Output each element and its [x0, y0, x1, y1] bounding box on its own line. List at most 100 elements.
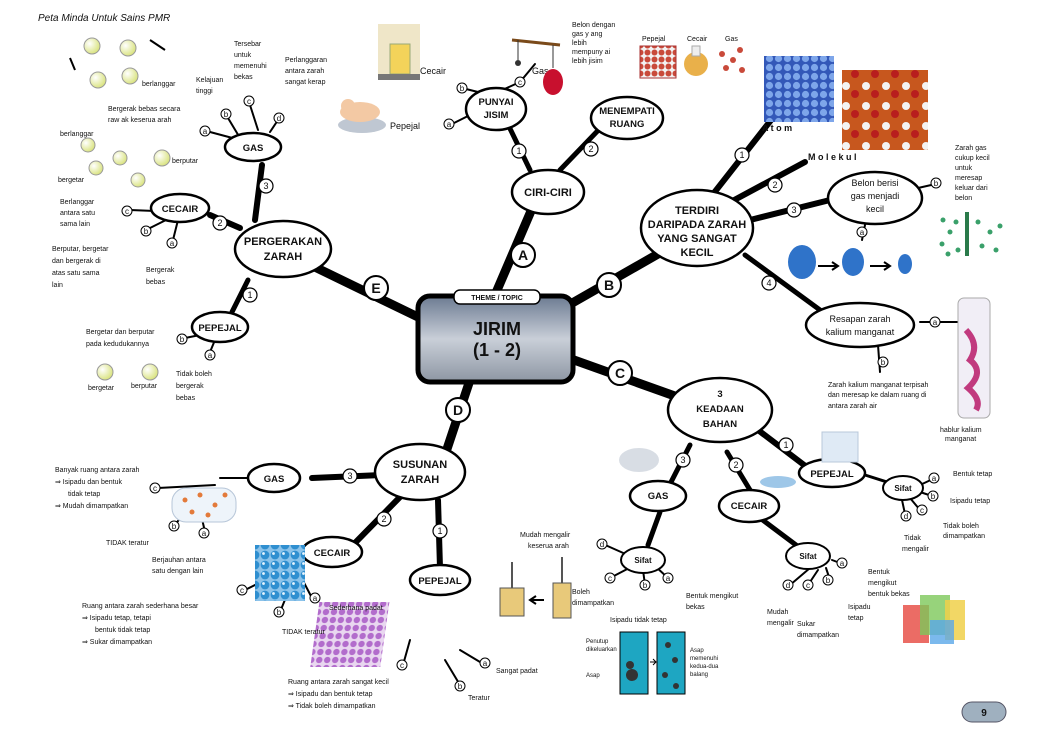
c3-d: Mudah mengalir keserua arah	[520, 532, 571, 550]
c3-c: Boleh dimampatkan	[572, 589, 614, 607]
c1-a: Bentuk tetap	[953, 471, 992, 478]
center-title-2: (1 - 2)	[473, 340, 521, 360]
svg-text:dikeluarkan: dikeluarkan	[586, 647, 617, 653]
branch-a-title: CIRI-CIRI	[524, 187, 572, 199]
a1-balloon-text: Belon dengan gas y ang lebih mempuny ai …	[572, 22, 615, 65]
e1-title: PEPEJAL	[198, 323, 241, 334]
svg-text:⇒ Isipadu dan bentuk tetap: ⇒ Isipadu dan bentuk tetap	[288, 691, 373, 698]
c3-sifat: Sifat	[634, 556, 652, 565]
vibrate-rotate-picture: bergetar berputar	[88, 363, 159, 392]
svg-text:a: a	[313, 594, 318, 603]
svg-text:Bergetar dan berputar: Bergetar dan berputar	[86, 329, 155, 336]
svg-text:b: b	[180, 335, 185, 344]
svg-text:Bergerak bebas secara: Bergerak bebas secara	[108, 106, 180, 113]
svg-text:belon: belon	[955, 195, 972, 202]
svg-text:Berputar, bergetar: Berputar, bergetar	[52, 246, 109, 253]
svg-text:Asap: Asap	[690, 648, 704, 654]
jar-experiment-picture: Penutup dikeluarkan Asap Asap memenuhi k…	[586, 631, 719, 695]
svg-text:pada kedudukannya: pada kedudukannya	[86, 341, 149, 348]
atom-picture	[764, 56, 834, 122]
a1-gas: Gas	[532, 66, 549, 76]
a1-pepejal: Pepejal	[390, 121, 420, 131]
svg-text:Belon dengan: Belon dengan	[572, 22, 615, 29]
svg-text:Cecair: Cecair	[687, 36, 708, 43]
svg-text:a: a	[483, 659, 488, 668]
d1-a: Sangat padat	[496, 668, 538, 675]
svg-text:antara satu: antara satu	[60, 210, 95, 217]
e3-a: Bergerak bebas secara raw ak keserua ara…	[108, 106, 180, 124]
svg-text:Tersebar: Tersebar	[234, 41, 262, 48]
d3-title: GAS	[264, 474, 285, 485]
d-line1: SUSUNAN	[393, 459, 447, 471]
svg-text:c: c	[608, 574, 612, 583]
svg-text:a: a	[932, 474, 937, 483]
b2-num: 2	[772, 180, 777, 190]
b-line2: DARIPADA ZARAH	[648, 219, 746, 231]
svg-text:Penutup: Penutup	[586, 639, 609, 645]
a1-cecair: Cecair	[420, 66, 446, 76]
svg-text:raw ak keserua arah: raw ak keserua arah	[108, 117, 172, 124]
svg-text:untuk: untuk	[955, 165, 973, 172]
svg-text:cukup kecil: cukup kecil	[955, 155, 990, 162]
svg-text:atas satu sama: atas satu sama	[52, 270, 100, 277]
ice-picture	[821, 431, 859, 463]
e2-b: Berputar, bergetar dan bergerak di atas …	[52, 246, 109, 289]
gas-motion-picture: berlanggar	[69, 37, 176, 89]
svg-text:Ruang antara zarah sangat keci: Ruang antara zarah sangat kecil	[288, 679, 389, 686]
e3-d: Perlanggaran antara zarah sangat kerap	[285, 57, 327, 86]
header-title: Peta Minda Untuk Sains PMR	[38, 13, 170, 24]
svg-text:berlanggar: berlanggar	[60, 131, 94, 138]
svg-text:Pepejal: Pepejal	[642, 36, 666, 43]
svg-text:keserua arah: keserua arah	[528, 543, 569, 550]
svg-text:lain: lain	[52, 282, 63, 289]
svg-text:a: a	[447, 120, 452, 129]
svg-text:Gas: Gas	[725, 36, 738, 43]
c-line1: 3	[717, 389, 722, 400]
svg-text:antara zarah air: antara zarah air	[828, 403, 878, 410]
svg-text:bekas: bekas	[234, 74, 253, 81]
c1-b: Isipadu tetap	[950, 498, 990, 505]
svg-text:b: b	[931, 492, 936, 501]
svg-text:mengalir: mengalir	[902, 546, 930, 553]
d1-b: Teratur	[468, 695, 490, 702]
svg-text:dan bergerak di: dan bergerak di	[52, 258, 101, 265]
d2-a: Sederhana padat	[329, 605, 383, 612]
beaker-picture	[378, 24, 420, 80]
svg-text:⇒ Isipadu dan bentuk: ⇒ Isipadu dan bentuk	[55, 479, 122, 486]
b1-num: 1	[739, 150, 744, 160]
svg-text:dimampatkan: dimampatkan	[943, 533, 985, 540]
d1-title: PEPEJAL	[418, 576, 461, 587]
cloud-picture	[619, 448, 659, 472]
baby-on-scale-picture	[338, 99, 386, 133]
svg-text:c: c	[806, 581, 810, 590]
d2-title: CECAIR	[314, 548, 351, 559]
svg-text:b: b	[144, 227, 149, 236]
svg-text:bebas: bebas	[176, 395, 196, 402]
diffusion-dots-picture	[939, 212, 1003, 257]
e3-c: Tersebar untuk memenuhi bekas	[234, 41, 267, 81]
svg-text:a: a	[840, 559, 845, 568]
svg-text:Tidak boleh: Tidak boleh	[176, 371, 212, 378]
branch-e: PERGERAKAN ZARAH 1 PEPEJAL b a Tidak bol…	[52, 37, 333, 402]
svg-text:dimampatkan: dimampatkan	[797, 632, 839, 639]
letter-a: A	[518, 247, 528, 263]
svg-text:kedua-dua: kedua-dua	[690, 664, 719, 670]
c1-c: Tidak boleh dimampatkan	[943, 523, 985, 540]
svg-text:Asap: Asap	[586, 673, 600, 679]
svg-text:mengikut: mengikut	[868, 580, 896, 587]
shrinking-balloon-picture	[788, 245, 912, 279]
svg-text:b: b	[934, 179, 939, 188]
svg-text:Sukar: Sukar	[797, 621, 816, 628]
c3-a: Bentuk mengikut bekas	[686, 593, 738, 611]
svg-text:hablur kalium: hablur kalium	[940, 427, 982, 434]
b2-molekul: M o l e k u l	[808, 152, 857, 162]
liquid-cube-picture	[255, 545, 305, 601]
svg-text:Berlanggar: Berlanggar	[60, 199, 95, 206]
svg-text:⇒ Isipadu tetap, tetapi: ⇒ Isipadu tetap, tetapi	[82, 615, 151, 622]
c2-c: Sukar dimampatkan	[797, 621, 839, 639]
balance-picture	[511, 38, 563, 95]
svg-text:tinggi: tinggi	[196, 88, 213, 95]
d-line2: ZARAH	[401, 474, 440, 486]
syringe-picture	[499, 557, 572, 619]
c-line2: KEADAAN	[696, 404, 744, 415]
